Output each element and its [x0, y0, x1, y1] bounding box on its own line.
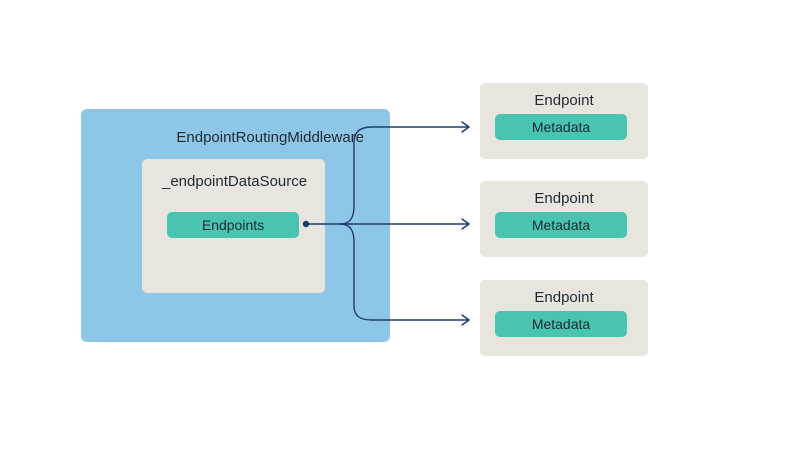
connector-bottom [339, 223, 469, 321]
endpoint-box-3: Endpoint Metadata [480, 280, 648, 356]
endpoint-title: Endpoint [534, 289, 594, 306]
endpoints-pill: Endpoints [167, 212, 299, 238]
connector-origin-dot [302, 220, 310, 228]
arrowhead-top [461, 121, 470, 133]
middleware-title: EndpointRoutingMiddleware [176, 129, 364, 146]
arrowhead-middle [461, 218, 470, 230]
metadata-pill: Metadata [495, 114, 627, 140]
endpoint-box-1: Endpoint Metadata [480, 83, 648, 159]
connector-top [339, 126, 469, 225]
endpoint-title: Endpoint [534, 92, 594, 109]
metadata-pill: Metadata [495, 311, 627, 337]
endpoint-box-2: Endpoint Metadata [480, 181, 648, 257]
endpoint-title: Endpoint [534, 190, 594, 207]
metadata-pill: Metadata [495, 212, 627, 238]
arrowhead-bottom [461, 314, 470, 326]
data-source-title: _endpointDataSource [162, 173, 308, 190]
